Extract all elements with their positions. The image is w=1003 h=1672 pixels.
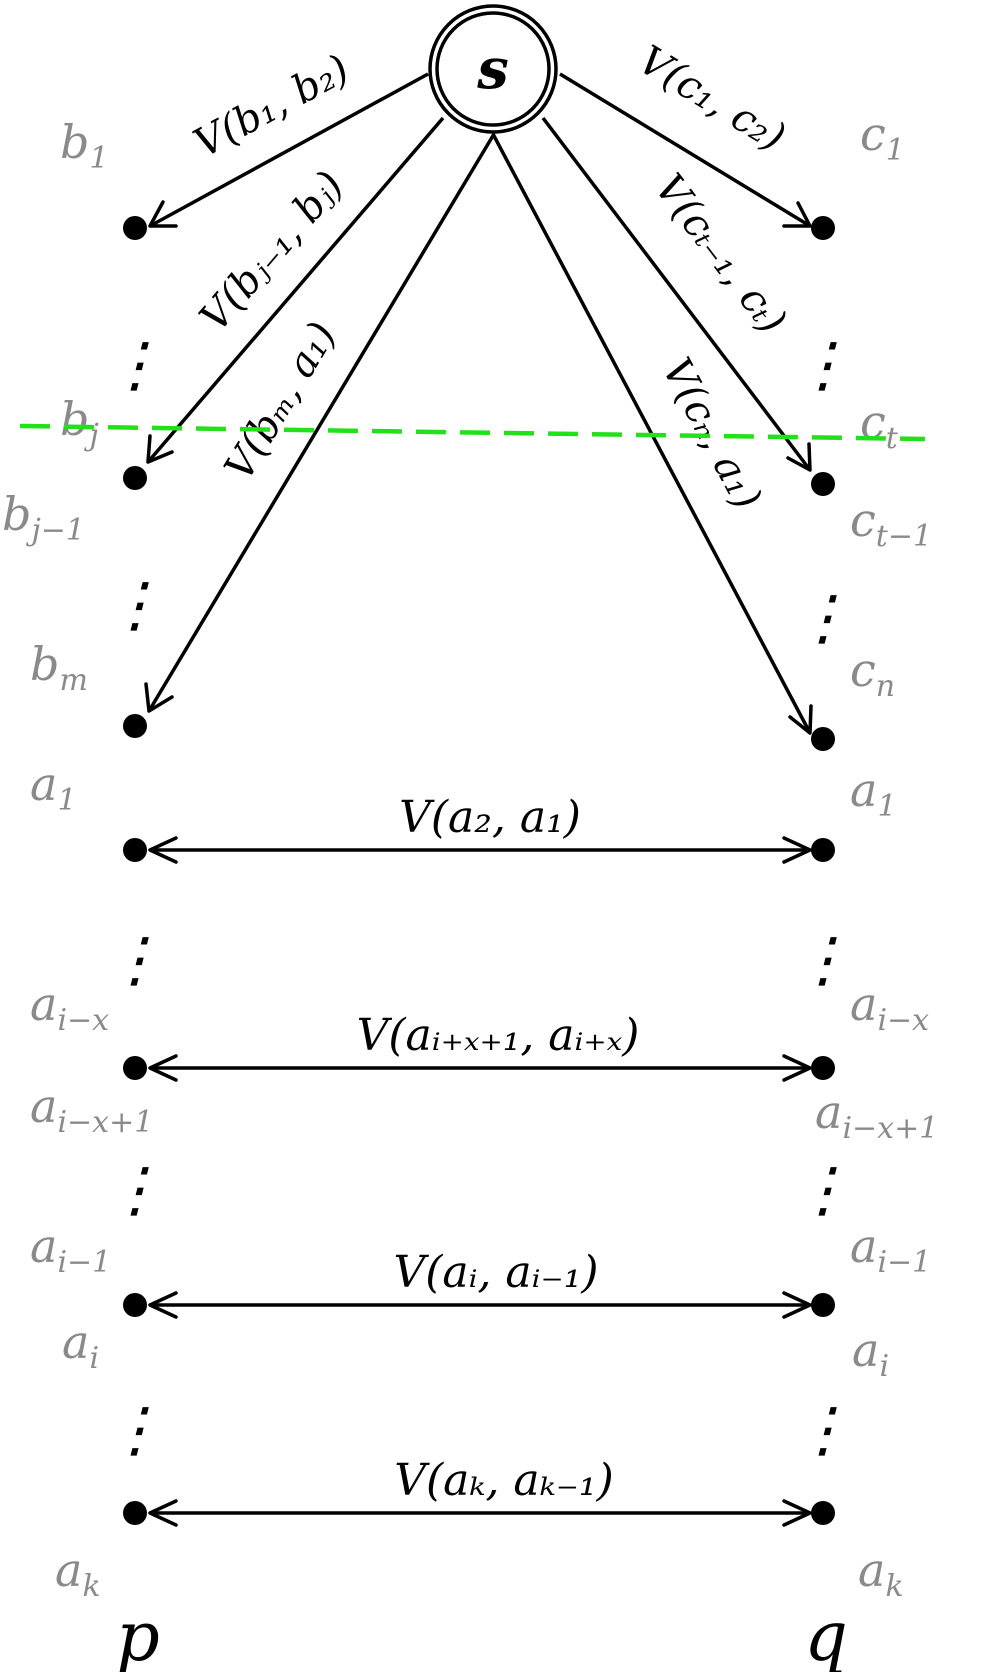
column-label-q: q	[804, 1598, 848, 1672]
ellipsis-right: ⋮	[793, 1395, 853, 1465]
node-dot[interactable]	[123, 216, 147, 240]
edge-label-s-bm: V(bₘ, a₁)	[216, 314, 346, 488]
node-label: cn	[850, 643, 895, 704]
edge-label-s-c1: V(c₁, c₂)	[630, 37, 793, 161]
arrowhead-icon	[782, 1499, 812, 1527]
edge-label-a1: V(a₂, a₁)	[399, 792, 581, 843]
cut-line	[19, 423, 926, 442]
node-label: ai−1	[30, 1219, 111, 1280]
node-dot[interactable]	[811, 1293, 835, 1317]
ellipsis-right: ⋮	[793, 925, 853, 995]
node-dot[interactable]	[811, 727, 835, 751]
arrowhead-icon	[782, 1054, 812, 1082]
left-node-labels: b1 bj bj−1 bm a1 ai−x ai−x+1 ai−1 ai ak	[2, 115, 153, 1604]
ellipsis-left: ⋮	[105, 330, 165, 400]
arrowhead-icon	[148, 1499, 178, 1527]
node-dot[interactable]	[811, 216, 835, 240]
edge-label-s-ct: V(cₜ₋₁, cₜ)	[645, 166, 795, 343]
node-label: ak	[55, 1543, 101, 1604]
node-label: bj−1	[2, 487, 85, 548]
node-label: ak	[858, 1543, 904, 1604]
ellipsis-left: ⋮	[105, 1395, 165, 1465]
node-label: ai	[62, 1315, 99, 1376]
edge-label-ak: V(aₖ, aₖ₋₁)	[394, 1455, 614, 1506]
node-label: ai−1	[850, 1219, 931, 1280]
ellipsis-right: ⋮	[793, 1155, 853, 1225]
arrowhead-icon	[782, 201, 812, 228]
node-label: ai−x	[850, 977, 929, 1038]
arrowhead-icon	[148, 200, 178, 228]
arrowhead-icon	[148, 1054, 178, 1082]
arrowhead-icon	[788, 704, 813, 735]
arrowhead-icon	[144, 682, 174, 713]
ellipsis-left: ⋮	[105, 570, 165, 640]
node-dot[interactable]	[123, 1056, 147, 1080]
right-nodes	[811, 216, 835, 1525]
edge-s-ct	[541, 116, 812, 472]
horizontal-edges: V(a₂, a₁) V(aᵢ₊ₓ₊₁, aᵢ₊ₓ) V(aᵢ, aᵢ₋₁) V(…	[148, 792, 812, 1527]
edge-s-b1	[149, 72, 429, 228]
node-label: bm	[30, 637, 88, 698]
ellipses: ⋮ ⋮ ⋮ ⋮ ⋮ ⋮ ⋮ ⋮ ⋮ ⋮	[105, 330, 853, 1465]
edge-label-s-cn: V(cₙ, a₁)	[653, 351, 770, 517]
edge-label-ai: V(aᵢ, aᵢ₋₁)	[393, 1247, 598, 1298]
right-node-labels: c1 ct ct−1 cn a1 ai−x ai−x+1 ai−1 ai ak	[815, 107, 938, 1604]
node-dot[interactable]	[811, 1501, 835, 1525]
node-label: ai−x+1	[30, 1079, 153, 1140]
arrowhead-icon	[782, 836, 812, 864]
node-dot[interactable]	[811, 1056, 835, 1080]
node-dot[interactable]	[811, 838, 835, 862]
node-label: ct	[860, 395, 899, 456]
ellipsis-left: ⋮	[105, 1155, 165, 1225]
edge-label-s-b1: V(b₁, b₂)	[187, 46, 357, 167]
source-node[interactable]: s	[428, 4, 558, 134]
node-label: ai	[852, 1323, 889, 1384]
node-label: a1	[30, 757, 77, 818]
node-dot[interactable]	[123, 714, 147, 738]
left-nodes	[123, 216, 147, 1525]
node-label: b1	[60, 115, 109, 176]
arrowhead-icon	[146, 434, 174, 464]
arrowhead-icon	[148, 1291, 178, 1319]
ellipsis-right: ⋮	[793, 583, 853, 653]
node-dot[interactable]	[123, 1293, 147, 1317]
edge-label-ai-x: V(aᵢ₊ₓ₊₁, aᵢ₊ₓ)	[357, 1010, 640, 1061]
node-label: a1	[850, 763, 897, 824]
edge-s-bm	[147, 133, 496, 712]
edge-s-c1	[559, 72, 811, 228]
node-label: c1	[860, 107, 905, 168]
edge-s-bj	[146, 116, 445, 464]
source-label: s	[476, 36, 509, 102]
column-label-p: p	[116, 1598, 160, 1672]
node-dot[interactable]	[123, 1501, 147, 1525]
node-label: ai−x+1	[815, 1085, 938, 1146]
arrowhead-icon	[148, 836, 178, 864]
arrowhead-icon	[786, 442, 812, 472]
ellipsis-right: ⋮	[793, 330, 853, 400]
node-label: ai−x	[30, 977, 109, 1038]
node-dot[interactable]	[811, 472, 835, 496]
ellipsis-left: ⋮	[105, 925, 165, 995]
node-label: bj	[60, 392, 99, 453]
node-dot[interactable]	[123, 466, 147, 490]
arrowhead-icon	[782, 1291, 812, 1319]
node-label: ct−1	[850, 493, 932, 554]
node-dot[interactable]	[123, 838, 147, 862]
